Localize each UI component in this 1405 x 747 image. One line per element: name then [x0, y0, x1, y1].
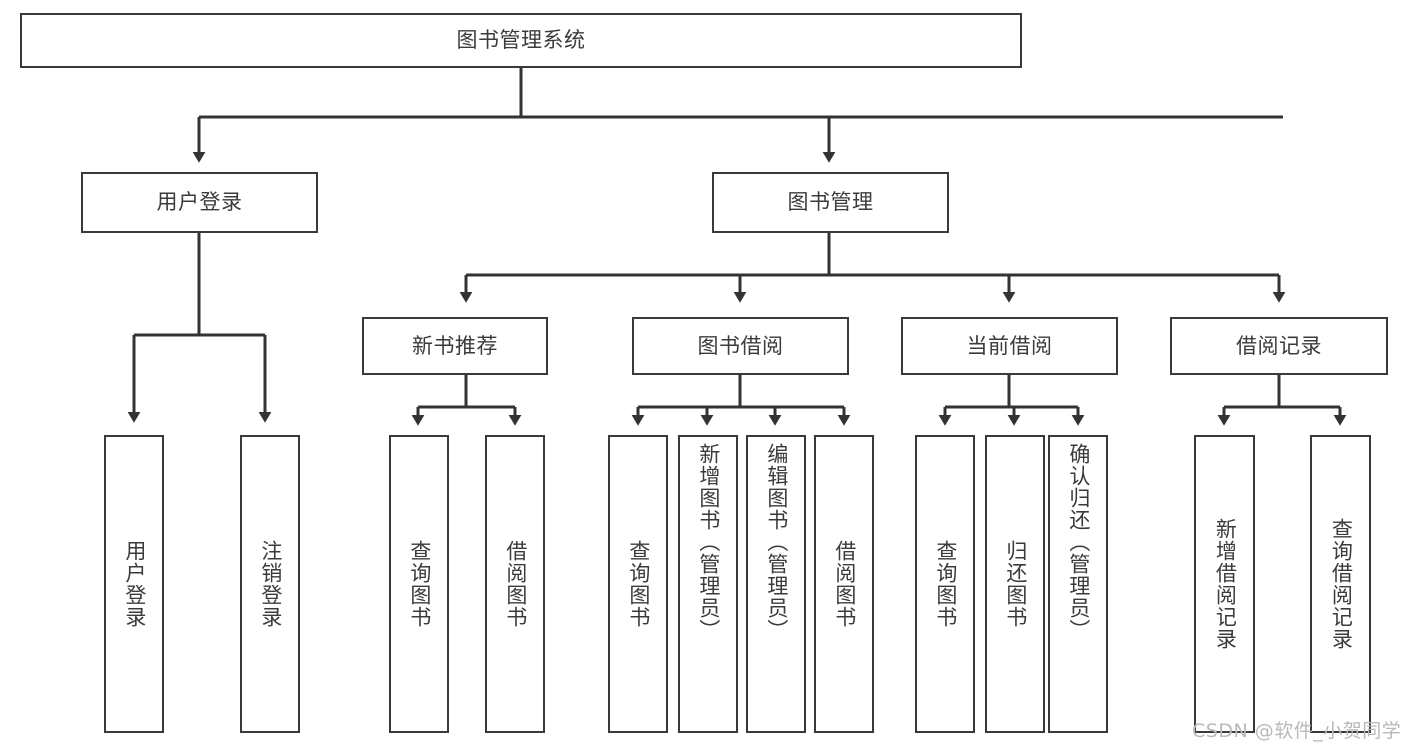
node-root[interactable]: 图书管理系统	[20, 13, 1022, 68]
node-leaf-return-book-label: 归还图书	[1003, 540, 1028, 628]
node-leaf-edit-book[interactable]: 编辑图书（管理员）	[746, 435, 806, 733]
node-leaf-user-login[interactable]: 用户登录	[104, 435, 164, 733]
node-current-borrow[interactable]: 当前借阅	[901, 317, 1118, 375]
node-leaf-return-book[interactable]: 归还图书	[985, 435, 1045, 733]
node-leaf-query-book-3[interactable]: 查询图书	[915, 435, 975, 733]
node-book-borrow-label: 图书借阅	[697, 333, 784, 358]
node-current-borrow-label: 当前借阅	[966, 333, 1053, 358]
node-book-borrow[interactable]: 图书借阅	[632, 317, 849, 375]
node-leaf-query-book-1[interactable]: 查询图书	[389, 435, 449, 733]
node-leaf-add-book[interactable]: 新增图书（管理员）	[678, 435, 738, 733]
csdn-watermark: CSDN @软件_小贺同学	[1192, 720, 1402, 742]
node-borrow-record[interactable]: 借阅记录	[1170, 317, 1388, 375]
node-leaf-borrow-book-1-label: 借阅图书	[503, 540, 528, 628]
node-book-manage[interactable]: 图书管理	[712, 172, 949, 233]
node-root-label: 图书管理系统	[456, 28, 586, 52]
node-leaf-query-record-label: 查询借阅记录	[1329, 518, 1354, 650]
node-leaf-user-login-label: 用户登录	[122, 540, 147, 628]
node-new-book-recommend-label: 新书推荐	[412, 333, 498, 358]
node-borrow-record-label: 借阅记录	[1236, 333, 1322, 358]
node-leaf-query-book-3-label: 查询图书	[933, 540, 958, 628]
node-leaf-add-book-label: 新增图书（管理员）	[696, 443, 721, 641]
node-leaf-add-record-label: 新增借阅记录	[1213, 518, 1238, 650]
node-leaf-borrow-book-2[interactable]: 借阅图书	[814, 435, 874, 733]
node-leaf-logout-label: 注销登录	[258, 540, 283, 628]
node-leaf-confirm-return-label: 确认归还（管理员）	[1066, 443, 1091, 641]
node-leaf-query-record[interactable]: 查询借阅记录	[1310, 435, 1371, 733]
node-leaf-query-book-2-label: 查询图书	[626, 540, 651, 628]
node-leaf-logout[interactable]: 注销登录	[240, 435, 300, 733]
node-leaf-borrow-book-1[interactable]: 借阅图书	[485, 435, 545, 733]
node-user-login-label: 用户登录	[156, 190, 243, 214]
node-leaf-query-book-1-label: 查询图书	[407, 540, 432, 628]
node-leaf-edit-book-label: 编辑图书（管理员）	[764, 443, 789, 641]
node-leaf-query-book-2[interactable]: 查询图书	[608, 435, 668, 733]
node-leaf-borrow-book-2-label: 借阅图书	[832, 540, 857, 628]
node-user-login[interactable]: 用户登录	[81, 172, 318, 233]
node-leaf-confirm-return[interactable]: 确认归还（管理员）	[1048, 435, 1108, 733]
node-new-book-recommend[interactable]: 新书推荐	[362, 317, 548, 375]
node-leaf-add-record[interactable]: 新增借阅记录	[1194, 435, 1255, 733]
node-book-manage-label: 图书管理	[787, 190, 874, 214]
